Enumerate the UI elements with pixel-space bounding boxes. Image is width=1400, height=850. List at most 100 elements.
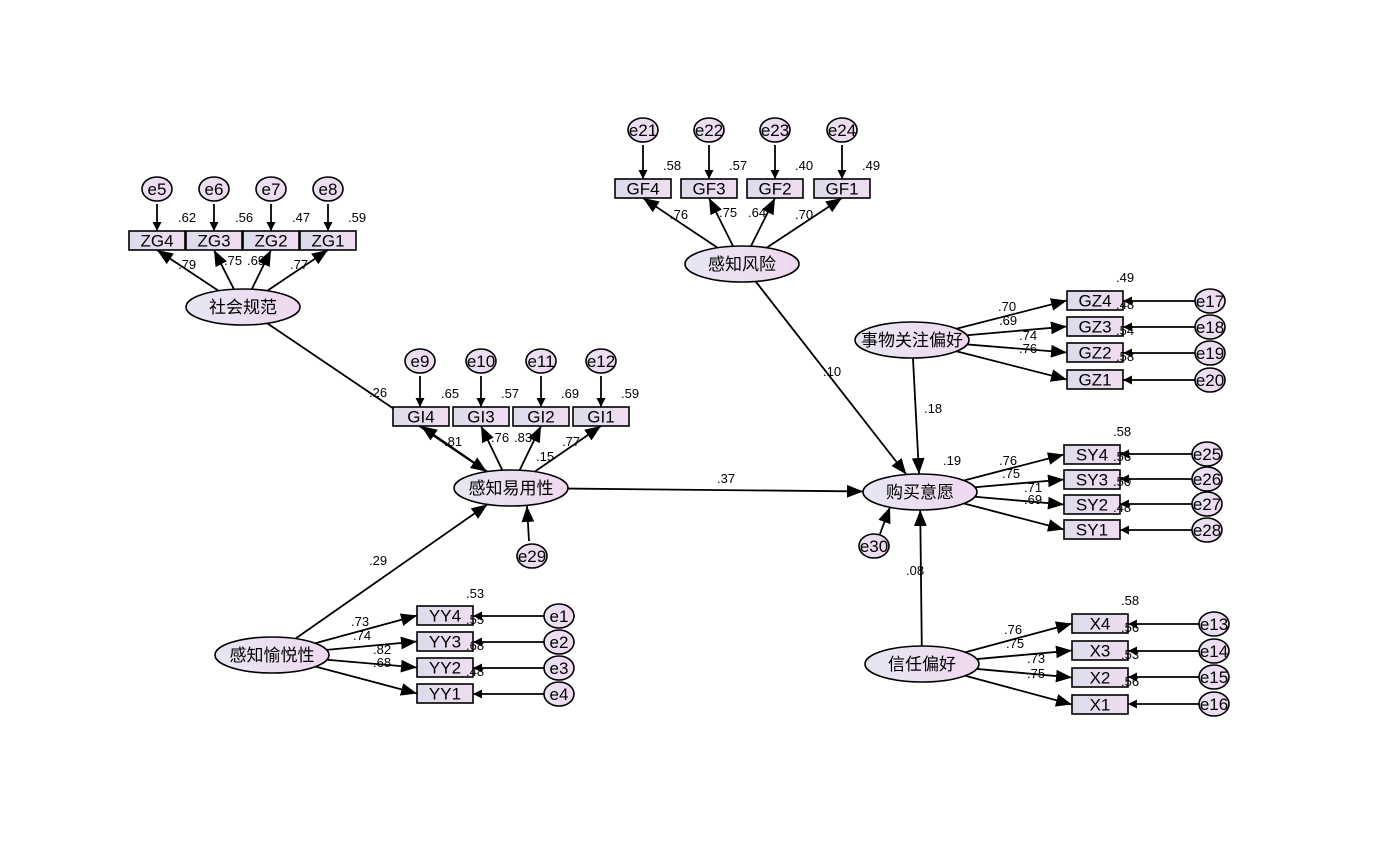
loading-path-gz4 <box>956 298 1068 330</box>
loading-path-zg1 <box>266 249 329 292</box>
indicator-label-gz3: GZ3 <box>1078 318 1111 337</box>
r2-x1: .56 <box>1121 674 1139 689</box>
loading-sy1: .69 <box>1024 492 1042 507</box>
indicator-box-zg3 <box>185 230 243 251</box>
indicator-box-yy4 <box>416 605 474 626</box>
latent-label-fengxian: 感知风险 <box>708 255 776 274</box>
indicator-box-gi2 <box>512 406 570 427</box>
structural-path-yuyue_yiyong <box>294 503 489 640</box>
error-label-e25: e25 <box>1193 445 1221 464</box>
error-e11 <box>525 348 557 374</box>
r2-zg3: .56 <box>235 210 253 225</box>
loading-path-zg3 <box>213 249 235 290</box>
loading-gz3: .69 <box>999 313 1017 328</box>
error-label-e17: e17 <box>1196 292 1224 311</box>
r2-gz4: .49 <box>1116 270 1134 285</box>
error-e6 <box>198 176 230 202</box>
r2-zg4: .62 <box>178 210 196 225</box>
loading-path-gf3 <box>708 197 734 247</box>
loading-gf3: .75 <box>719 205 737 220</box>
loading-path-yy3 <box>326 636 418 651</box>
loading-path-sy3 <box>974 474 1065 489</box>
loading-gz1: .76 <box>1019 341 1037 356</box>
r2-x2: .53 <box>1121 647 1139 662</box>
loading-path-x2 <box>976 668 1073 683</box>
error-label-e4: e4 <box>550 685 569 704</box>
error-path-e29 <box>521 505 535 542</box>
error-label-e27: e27 <box>1193 495 1221 514</box>
error-e27 <box>1191 491 1223 517</box>
loading-path-x3 <box>976 645 1073 660</box>
r2-gi4: .65 <box>441 386 459 401</box>
error-label-e6: e6 <box>205 180 224 199</box>
loading-x2: .73 <box>1027 651 1045 666</box>
indicator-label-gz1: GZ1 <box>1078 371 1111 390</box>
error-label-e20: e20 <box>1196 371 1224 390</box>
loading-gi1: .77 <box>562 434 580 449</box>
error-e20 <box>1194 367 1226 393</box>
indicator-label-gf2: GF2 <box>758 180 791 199</box>
error-label-e9: e9 <box>411 352 430 371</box>
loading-path-yy1 <box>315 665 418 696</box>
indicator-box-gz4 <box>1066 290 1124 311</box>
loading-sy3: .75 <box>1002 466 1020 481</box>
r2-yy2: .68 <box>466 638 484 653</box>
error-e2 <box>543 629 575 655</box>
indicator-box-gz1 <box>1066 369 1124 390</box>
structural-path-yiyong_goumai <box>567 484 864 498</box>
error-label-e21: e21 <box>629 121 657 140</box>
error-label-e30: e30 <box>860 537 888 556</box>
error-e15 <box>1198 664 1230 690</box>
loading-path-gf2 <box>750 197 776 247</box>
loading-path-gz1 <box>956 350 1068 382</box>
loading-path-yy2 <box>326 658 418 673</box>
indicator-box-x2 <box>1071 667 1129 688</box>
error-e3 <box>543 655 575 681</box>
loading-gi4: .81 <box>444 434 462 449</box>
indicator-box-gi4 <box>392 406 450 427</box>
indicator-box-gf1 <box>813 178 871 199</box>
latent-xinren <box>864 645 980 683</box>
loading-yy2: .82 <box>373 642 391 657</box>
structural-path-xinren_goumai <box>913 509 927 647</box>
error-label-e5: e5 <box>148 180 167 199</box>
error-label-e3: e3 <box>550 659 569 678</box>
loading-path-x1 <box>965 674 1073 707</box>
indicator-label-yy3: YY3 <box>429 633 461 652</box>
loading-path-sy4 <box>963 452 1065 482</box>
r2-gz3: .48 <box>1116 297 1134 312</box>
r2-gf4: .58 <box>663 158 681 173</box>
indicator-label-gi4: GI4 <box>407 408 434 427</box>
loading-path-x4 <box>965 621 1073 654</box>
error-e28 <box>1191 517 1223 543</box>
indicator-label-gf3: GF3 <box>692 180 725 199</box>
indicator-label-yy1: YY1 <box>429 685 461 704</box>
indicator-box-gf3 <box>680 178 738 199</box>
loading-zg3: .75 <box>224 253 242 268</box>
error-e25 <box>1191 441 1223 467</box>
loading-path-gz3 <box>966 321 1068 337</box>
r2-goumai: .19 <box>943 453 961 468</box>
indicator-label-zg2: ZG2 <box>254 232 287 251</box>
latent-label-guanzhu: 事物关注偏好 <box>861 331 963 350</box>
indicator-box-gf4 <box>614 178 672 199</box>
r2-sy2: .50 <box>1113 474 1131 489</box>
loading-path-gf1 <box>766 197 843 249</box>
indicator-box-gi3 <box>452 406 510 427</box>
error-label-e22: e22 <box>695 121 723 140</box>
structural-yuyue_yiyong: .29 <box>369 553 387 568</box>
structural-guanzhu_goumai: .18 <box>924 401 942 416</box>
latent-label-yuyue: 感知愉悦性 <box>230 646 315 665</box>
loading-path-gi1 <box>534 425 602 473</box>
loading-path-gz2 <box>967 343 1068 358</box>
r2-sy3: .56 <box>1113 449 1131 464</box>
indicator-label-gi1: GI1 <box>587 408 614 427</box>
loading-zg4: .79 <box>178 257 196 272</box>
loading-zg2: .69 <box>247 253 265 268</box>
loading-x4: .76 <box>1004 622 1022 637</box>
error-label-e18: e18 <box>1196 318 1224 337</box>
error-label-e19: e19 <box>1196 344 1224 363</box>
indicator-label-x3: X3 <box>1090 642 1111 661</box>
error-label-e14: e14 <box>1200 642 1228 661</box>
